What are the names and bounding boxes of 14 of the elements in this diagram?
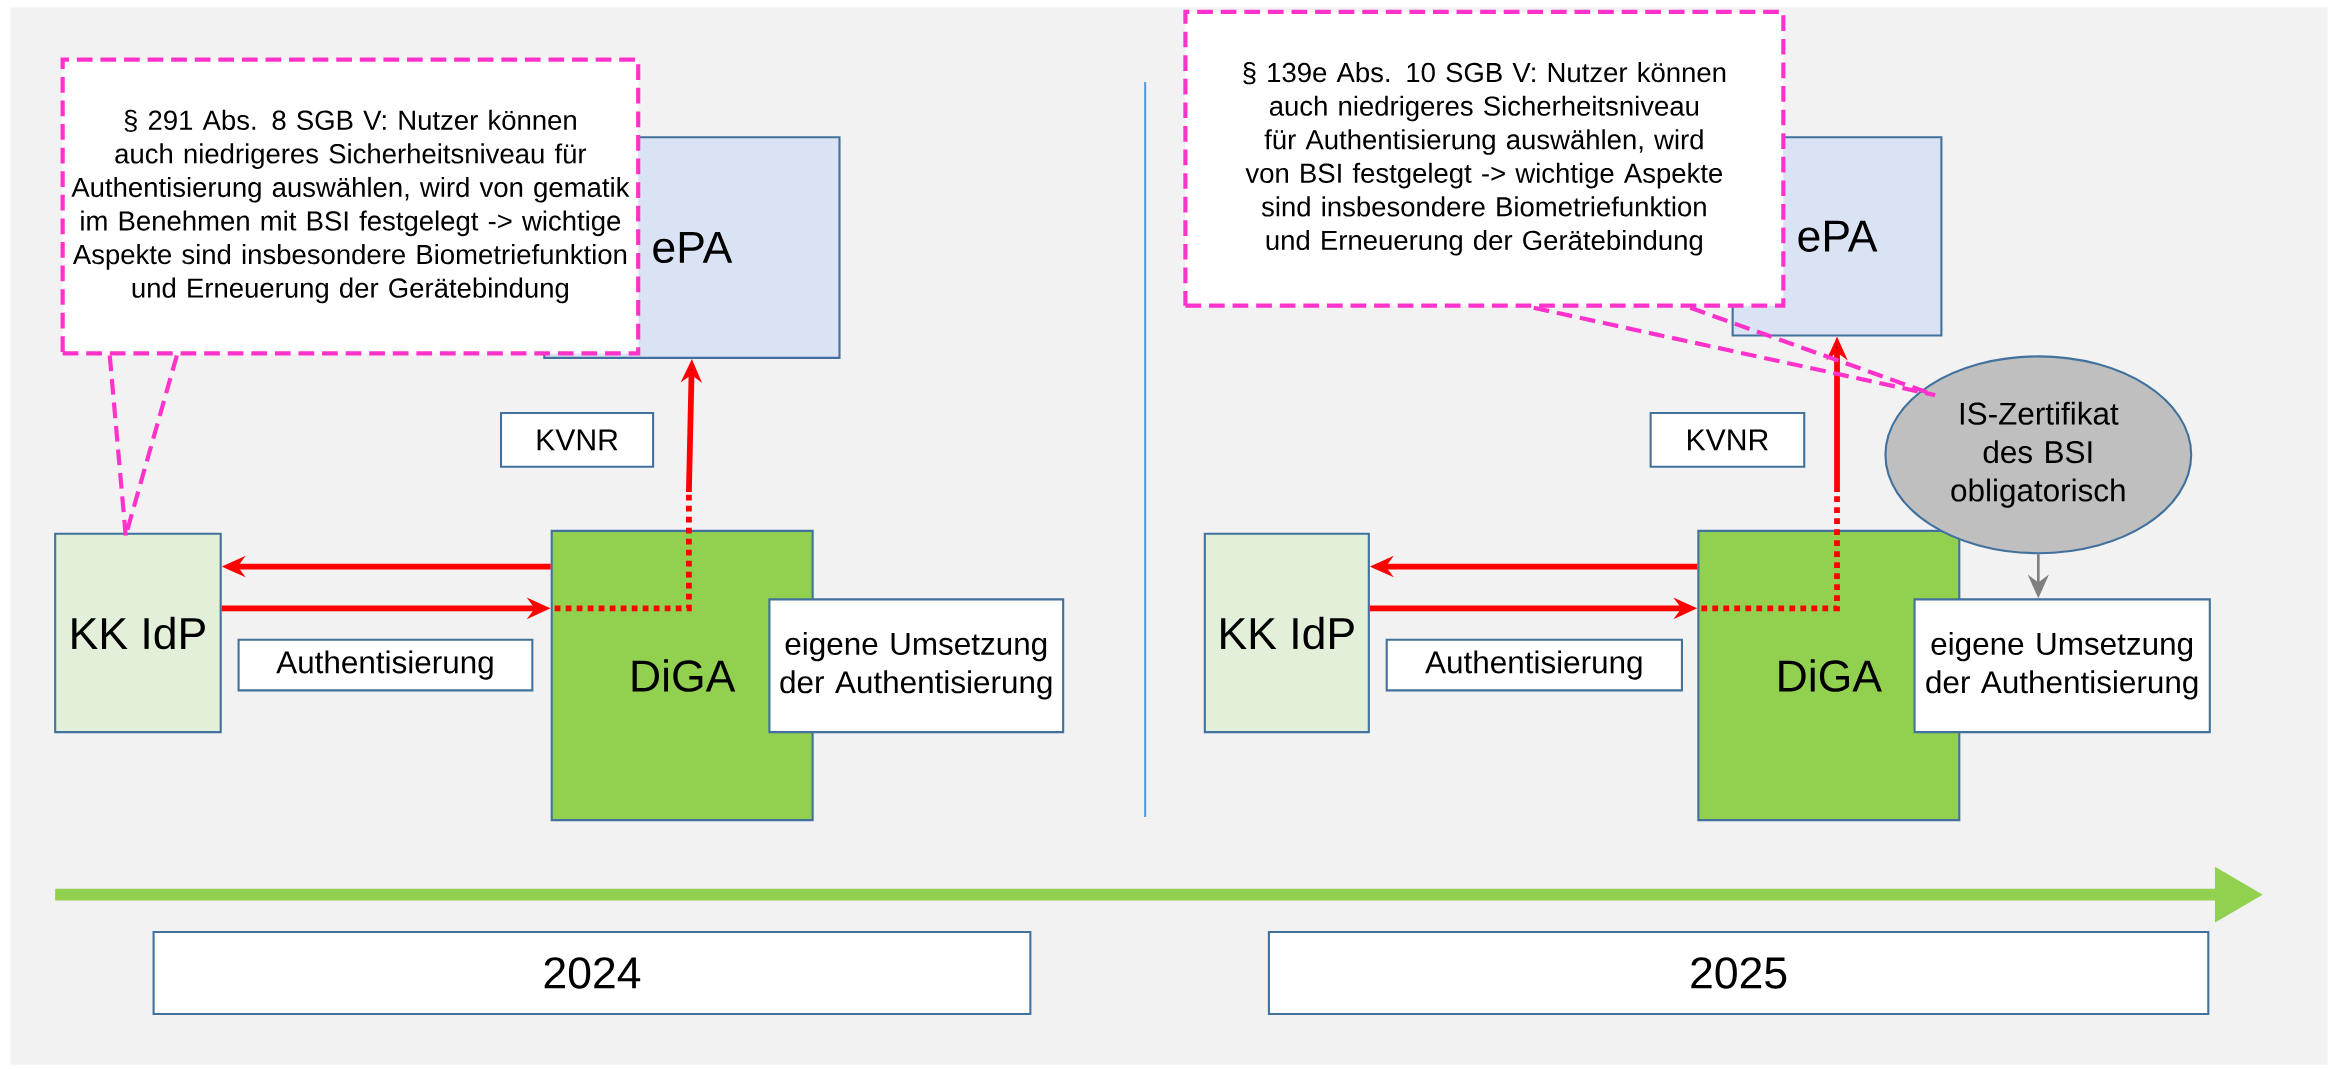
- system-box: KK IdP: [54, 532, 222, 734]
- leader-line: [1531, 305, 1938, 398]
- callout-box: § 139e Abs. 10 SGB V: Nutzer können auch niedrigeres Sicherheitsniveau für Authentisierung auswählen, wird von BSI festgelegt -> wichtige Aspekte sind insbesondere Biometriefunktion und Erneuerung der Gerätebindung: [1183, 9, 1786, 308]
- label-box: KVNR: [1649, 411, 1806, 468]
- callout-box: § 291 Abs. 8 SGB V: Nutzer können auch niedrigeres Sicherheitsniveau für Authentisierung auswählen, wird von gematik im Benehmen mit BSI festgelegt -> wichtige Aspekte sind insbesondere Biometriefunktion und Erneuerung der Gerätebindung: [60, 57, 641, 356]
- year-box: 2024: [152, 930, 1032, 1015]
- label-box: eigene Umsetzung der Authentisierung: [768, 598, 1065, 734]
- year-box: 2025: [1267, 930, 2210, 1015]
- system-box: KK IdP: [1203, 532, 1370, 734]
- label-box: eigene Umsetzung der Authentisierung: [1913, 598, 2211, 734]
- leader-line: [107, 353, 179, 538]
- label-box: Authentisierung: [1385, 638, 1683, 692]
- label-box: Authentisierung: [237, 638, 534, 692]
- label-box: KVNR: [499, 411, 655, 468]
